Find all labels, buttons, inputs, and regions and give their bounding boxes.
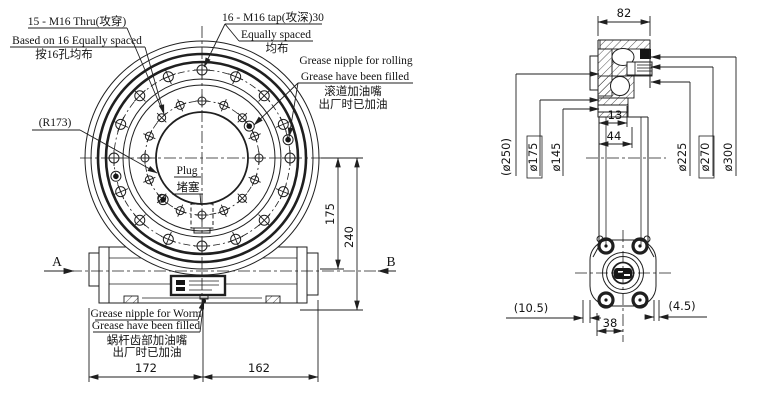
- flange-bolts: [597, 237, 649, 309]
- callout-grease-worm: Grease nipple for Worm Grease have been …: [91, 299, 205, 359]
- radius-label: (R173): [39, 117, 72, 129]
- nameplate: [169, 274, 227, 297]
- callout-plug: Plug 堵塞: [172, 165, 203, 206]
- dim-4-5-label: (4.5): [668, 299, 695, 313]
- dim-13-label: 13: [608, 108, 623, 122]
- dimensions-side: 82 13 44 (ø250) ø175 ø145 ø225 ø270: [499, 6, 737, 336]
- grease-nipple-marks: [110, 120, 294, 206]
- callout-worm-line1: Grease nipple for Worm: [91, 308, 202, 320]
- section-arrow-a-label: A: [52, 254, 62, 269]
- plug-label-en: Plug: [176, 165, 197, 177]
- side-view: 82 13 44 (ø250) ø175 ø145 ø225 ø270: [499, 6, 737, 342]
- dim-38-label: 38: [603, 316, 618, 330]
- callout-worm-line4: 出厂时已加油: [113, 345, 182, 359]
- section-arrow-b-label: B: [386, 254, 395, 269]
- dim-82-label: 82: [617, 6, 632, 20]
- section-arrows: A B: [44, 254, 396, 275]
- ring-section: [586, 39, 666, 159]
- dim-10-5-label: (10.5): [514, 301, 549, 315]
- dim-175-label: 175: [323, 203, 337, 225]
- plug-detail: [190, 203, 214, 234]
- callout-radius: (R173): [32, 117, 158, 174]
- worm-housing: [88, 246, 319, 304]
- plug-label-zh: 堵塞: [177, 180, 200, 194]
- seal: [640, 49, 651, 59]
- callout-tap-line1: 16 - M16 tap(攻深)30: [222, 10, 324, 24]
- callout-thru-line1: 15 - M16 Thru(攻穿): [28, 14, 127, 28]
- foot-mark: [123, 295, 139, 304]
- dim-44-label: 44: [607, 129, 622, 143]
- dia-175-label: ø175: [526, 143, 540, 172]
- section-bolt: [626, 61, 653, 76]
- dia-145-label: ø145: [549, 143, 563, 172]
- dim-240-label: 240: [342, 226, 356, 248]
- foot-mark: [265, 295, 281, 304]
- callout-rolling-line2: Grease have been filled: [301, 71, 409, 83]
- dia-225-label: ø225: [675, 143, 689, 172]
- bearing-ball: [610, 76, 630, 96]
- outer-bolt-circle: [106, 62, 298, 254]
- callout-worm-line3: 蜗杆齿部加油嘴: [107, 333, 188, 347]
- dim-172-label: 172: [135, 361, 157, 375]
- dia-300-label: ø300: [721, 143, 735, 172]
- dia-250-label: (ø250): [499, 138, 513, 176]
- dimensions-front: 175 240 172 162: [88, 157, 363, 382]
- callout-worm-line2: Grease have been filled: [92, 320, 200, 332]
- callout-rolling-line3: 滚道加油嘴: [324, 84, 382, 98]
- rolling-race: [611, 48, 635, 66]
- front-view: 15 - M16 Thru(攻穿) Based on 16 Equally sp…: [10, 10, 413, 382]
- callout-rolling-line1: Grease nipple for rolling: [299, 55, 413, 67]
- inner-bolt-circle: [138, 94, 266, 222]
- callout-thru-line2: Based on 16 Equally spaced: [12, 35, 142, 47]
- callout-tap: 16 - M16 tap(攻深)30 Equally spaced 均布: [203, 10, 324, 68]
- dia-270-label: ø270: [698, 143, 712, 172]
- callout-grease-rolling: Grease nipple for rolling Grease have be…: [253, 55, 413, 138]
- callout-thru-line3: 按16孔均布: [35, 47, 93, 61]
- housing-column: [592, 117, 655, 258]
- callout-thru: 15 - M16 Thru(攻穿) Based on 16 Equally sp…: [10, 14, 165, 115]
- callout-tap-line2: Equally spaced: [241, 29, 311, 41]
- callout-rolling-line4: 出厂时已加油: [319, 97, 388, 111]
- motor-flange: [575, 230, 671, 342]
- dim-162-label: 162: [248, 361, 270, 375]
- callout-tap-line3: 均布: [266, 42, 289, 55]
